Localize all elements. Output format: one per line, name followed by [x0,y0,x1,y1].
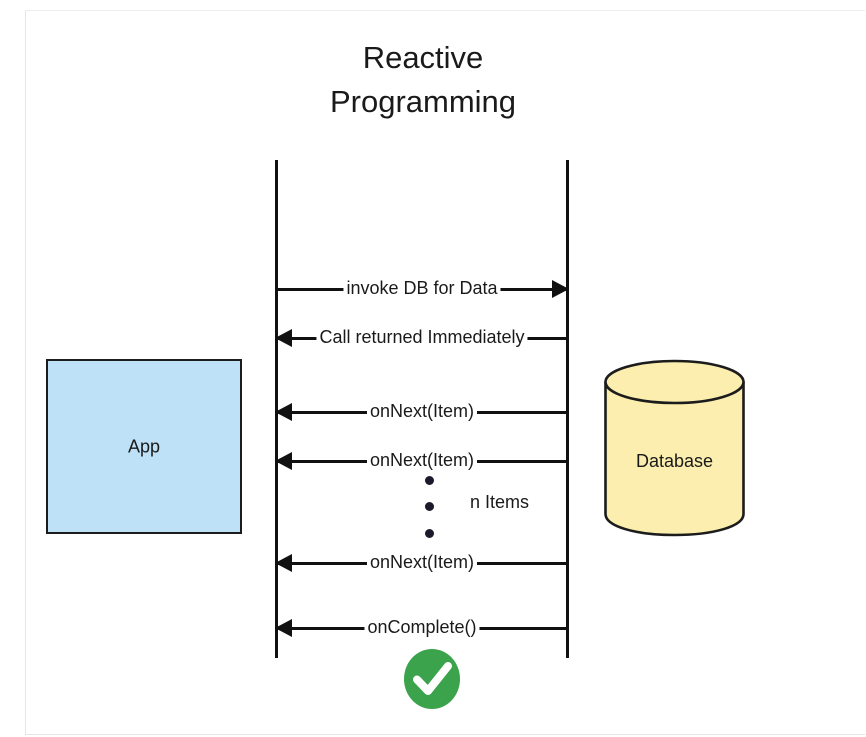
message-oncomplete: onComplete() [275,616,568,638]
arrowhead-left-icon [275,554,292,572]
arrowhead-left-icon [275,329,292,347]
participant-database-label: Database [635,451,714,471]
arrowhead-right-icon [552,280,569,298]
message-label: onNext(Item) [366,551,478,573]
arrowhead-left-icon [275,619,292,637]
participant-app: App [46,359,242,534]
lifeline-database [566,160,569,658]
ellipsis-dot [425,476,434,485]
vertical-ellipsis-icon [425,476,439,542]
message-invoke-db-for-data: invoke DB for Data [276,277,569,299]
message-onnext-item-2: onNext(Item) [275,449,568,471]
message-label: onNext(Item) [366,400,478,422]
n-items-annotation: n Items [470,492,530,512]
cylinder-shape-icon [604,359,745,537]
message-label: invoke DB for Data [343,277,501,299]
message-onnext-item-3: onNext(Item) [275,551,568,573]
message-label: onNext(Item) [366,449,478,471]
message-call-returned-immediately: Call returned Immediately [275,326,568,348]
arrowhead-left-icon [275,452,292,470]
message-label: onComplete() [364,616,480,638]
green-check-circle-icon [403,648,461,710]
participant-app-label: App [127,436,161,456]
message-onnext-item-1: onNext(Item) [275,400,568,422]
message-label: Call returned Immediately [316,326,528,348]
arrowhead-left-icon [275,403,292,421]
participant-database: Database [603,359,746,537]
ellipsis-dot [425,529,434,538]
ellipsis-dot [425,502,434,511]
page-title: Reactive Programming [329,40,517,119]
